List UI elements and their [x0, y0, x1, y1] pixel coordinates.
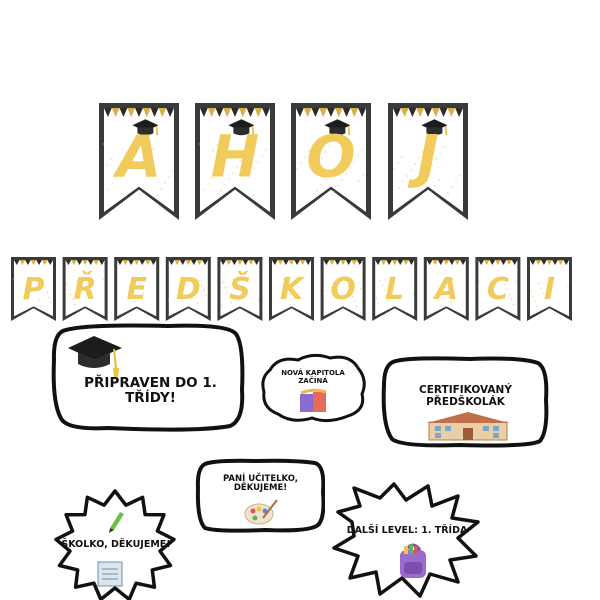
card-teacher-text: Paní učitelko, děkujeme! — [222, 474, 299, 494]
card-kindergarten-text: Školko, děkujeme! — [61, 539, 171, 550]
banner-bottom-letter: K — [280, 272, 306, 307]
card-certified-text: Certifikovaný předškolák — [419, 384, 512, 408]
banner-top-flag: H — [195, 103, 275, 220]
card-kindergarten: Školko, děkujeme! — [50, 488, 180, 600]
banner-top-letter: O — [306, 123, 355, 191]
books-icon — [298, 388, 330, 414]
graduation-cap-icon — [421, 119, 448, 136]
graduation-cap-icon — [66, 332, 126, 382]
banner-bottom-flag: O — [320, 257, 366, 321]
banner-top-flag: J — [388, 103, 468, 220]
banner-bottom-letter: P — [23, 272, 45, 307]
notebook-icon — [96, 560, 128, 588]
banner-bottom-letter: O — [330, 272, 356, 307]
banner-top-letter: H — [211, 123, 260, 191]
banner-bottom-flag: D — [165, 257, 211, 321]
card-new-chapter-text: Nová kapitola začíná — [281, 369, 345, 385]
banner-bottom-flag: K — [269, 257, 314, 321]
banner-bottom-flag: A — [423, 257, 469, 321]
banner-bottom-flag: C — [475, 257, 521, 321]
card-certified: Certifikovaný předškolák — [380, 355, 550, 450]
banner-bottom-letter: I — [544, 272, 555, 307]
banner-bottom-flag: L — [372, 257, 418, 321]
banner-bottom-letter: E — [126, 272, 147, 307]
banner-top-flag: O — [291, 103, 371, 220]
graduation-cap-icon — [132, 119, 159, 136]
banner-bottom-flag: P — [11, 257, 56, 321]
card-ready-text: Připraven do 1. třídy! — [84, 375, 217, 406]
banner-bottom-letter: D — [176, 272, 201, 307]
card-teacher: Paní učitelko, děkujeme! — [195, 458, 325, 533]
banner-bottom-letter: Ř — [74, 271, 97, 307]
backpack-icon — [396, 540, 430, 580]
banner-bottom-flag: I — [527, 257, 572, 321]
banner-bottom-letter: Š — [229, 270, 251, 307]
paint-palette-icon — [243, 496, 279, 526]
banner-bottom-letter: C — [487, 272, 509, 307]
banner-bottom-flag: Ř — [62, 257, 108, 321]
banner-bottom-flag: E — [114, 257, 160, 321]
notebook-pencil-icon — [94, 508, 134, 538]
graduation-cap-icon — [228, 119, 255, 136]
banner-bottom-flag: Š — [217, 257, 263, 321]
card-next-level-text: Další level: 1. třída — [346, 525, 468, 536]
banner-top-flag: A — [99, 103, 179, 220]
banner-bottom-letter: A — [433, 272, 458, 307]
banner-bottom-letter: L — [385, 272, 404, 307]
school-building-icon — [425, 410, 511, 442]
card-new-chapter: Nová kapitola začíná — [258, 350, 368, 425]
graduation-cap-icon — [324, 119, 351, 136]
card-ready: Připraven do 1. třídy! — [48, 320, 248, 435]
banner-top-letter: A — [113, 123, 162, 191]
card-next-level: Další level: 1. třída — [332, 482, 482, 600]
